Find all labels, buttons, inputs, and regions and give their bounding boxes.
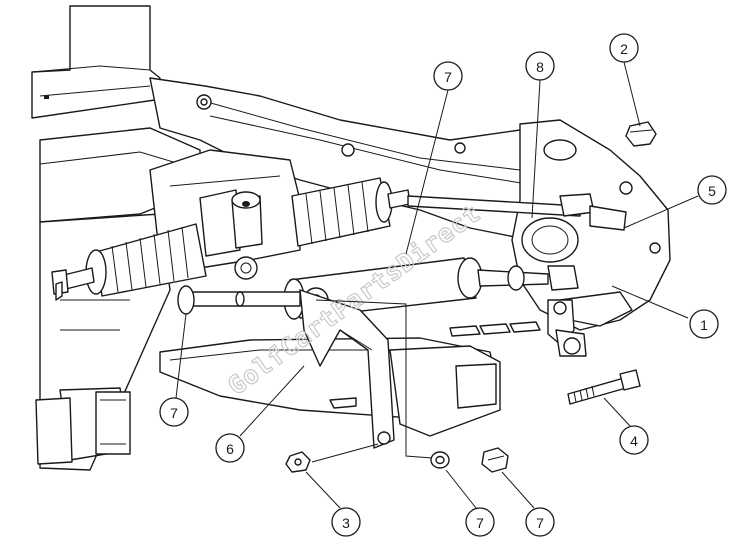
svg-text:3: 3 xyxy=(342,515,350,531)
damper-bracket xyxy=(299,289,395,449)
svg-text:8: 8 xyxy=(536,59,544,75)
svg-text:7: 7 xyxy=(536,515,544,531)
svg-text:7: 7 xyxy=(476,515,484,531)
washer xyxy=(430,451,450,469)
steering-rack xyxy=(51,149,627,301)
svg-text:7: 7 xyxy=(444,69,452,85)
svg-text:5: 5 xyxy=(708,183,716,199)
svg-text:1: 1 xyxy=(700,317,708,333)
callout-5: 5 xyxy=(697,175,727,205)
svg-text:7: 7 xyxy=(170,405,178,421)
right-boot xyxy=(291,177,393,247)
callout-7-bottom-a: 7 xyxy=(465,507,495,537)
callout-8: 8 xyxy=(525,51,555,81)
left-boot xyxy=(85,223,207,297)
lock-nut xyxy=(481,447,509,473)
bolt xyxy=(567,369,641,405)
castle-nut xyxy=(625,121,657,147)
callout-1: 1 xyxy=(689,309,719,339)
callout-7-top: 7 xyxy=(433,61,463,91)
callout-3: 3 xyxy=(331,507,361,537)
svg-text:4: 4 xyxy=(630,433,638,449)
nut-3 xyxy=(285,451,311,473)
svg-text:2: 2 xyxy=(620,41,628,57)
callout-7-bottom-b: 7 xyxy=(525,507,555,537)
callout-2: 2 xyxy=(609,33,639,63)
svg-text:6: 6 xyxy=(226,441,234,457)
callout-6: 6 xyxy=(215,433,245,463)
callout-7-left: 7 xyxy=(159,397,189,427)
callout-4: 4 xyxy=(619,425,649,455)
pivot-pin xyxy=(177,285,301,315)
leader-lines xyxy=(175,61,699,509)
